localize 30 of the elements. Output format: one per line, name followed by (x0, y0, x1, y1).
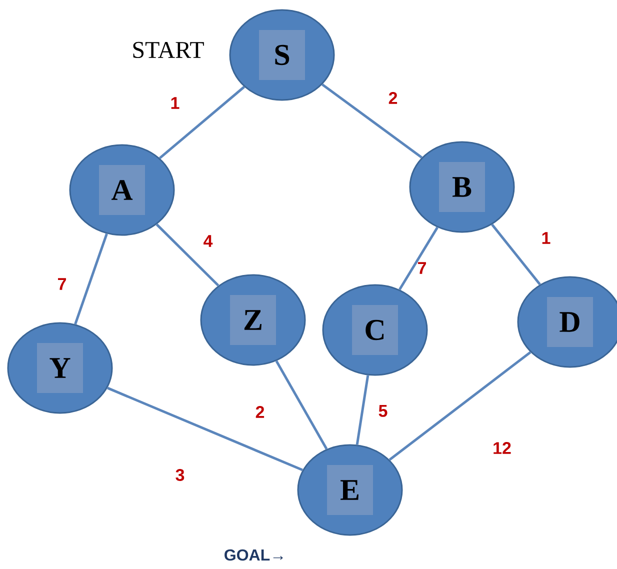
edge-line (74, 233, 108, 325)
edge-weight: 7 (418, 262, 426, 274)
edge-weight: 2 (256, 406, 264, 418)
edge-weight: 1 (542, 232, 550, 244)
graph-node: D (517, 276, 617, 368)
edge-weight: 3 (176, 468, 184, 482)
edge-weight: 12 (494, 442, 511, 454)
edge-line (398, 226, 438, 290)
edge-line (159, 86, 245, 160)
graph-node: C (322, 284, 428, 376)
edge-line (275, 360, 328, 450)
graph-node: B (409, 141, 515, 233)
edge-line (156, 224, 220, 286)
graph-node: E (297, 444, 403, 536)
edge-weight: 2 (388, 92, 398, 104)
graph-node: Y (7, 322, 113, 414)
edge-weight: 4 (204, 235, 213, 247)
graph-node: Z (200, 274, 306, 366)
edge-line (356, 375, 370, 445)
node-caption: START (133, 42, 204, 58)
edge-weight: 5 (378, 405, 388, 417)
edge-weight: 1 (171, 97, 180, 109)
node-caption: GOAL→ (224, 549, 283, 561)
edge-line (388, 351, 532, 461)
edge-weight: 7 (58, 278, 66, 290)
graph-node: S (229, 9, 335, 101)
edge-line (491, 224, 541, 286)
edge-line (106, 386, 304, 472)
edge-line (322, 84, 422, 158)
graph-node: A (69, 144, 175, 236)
